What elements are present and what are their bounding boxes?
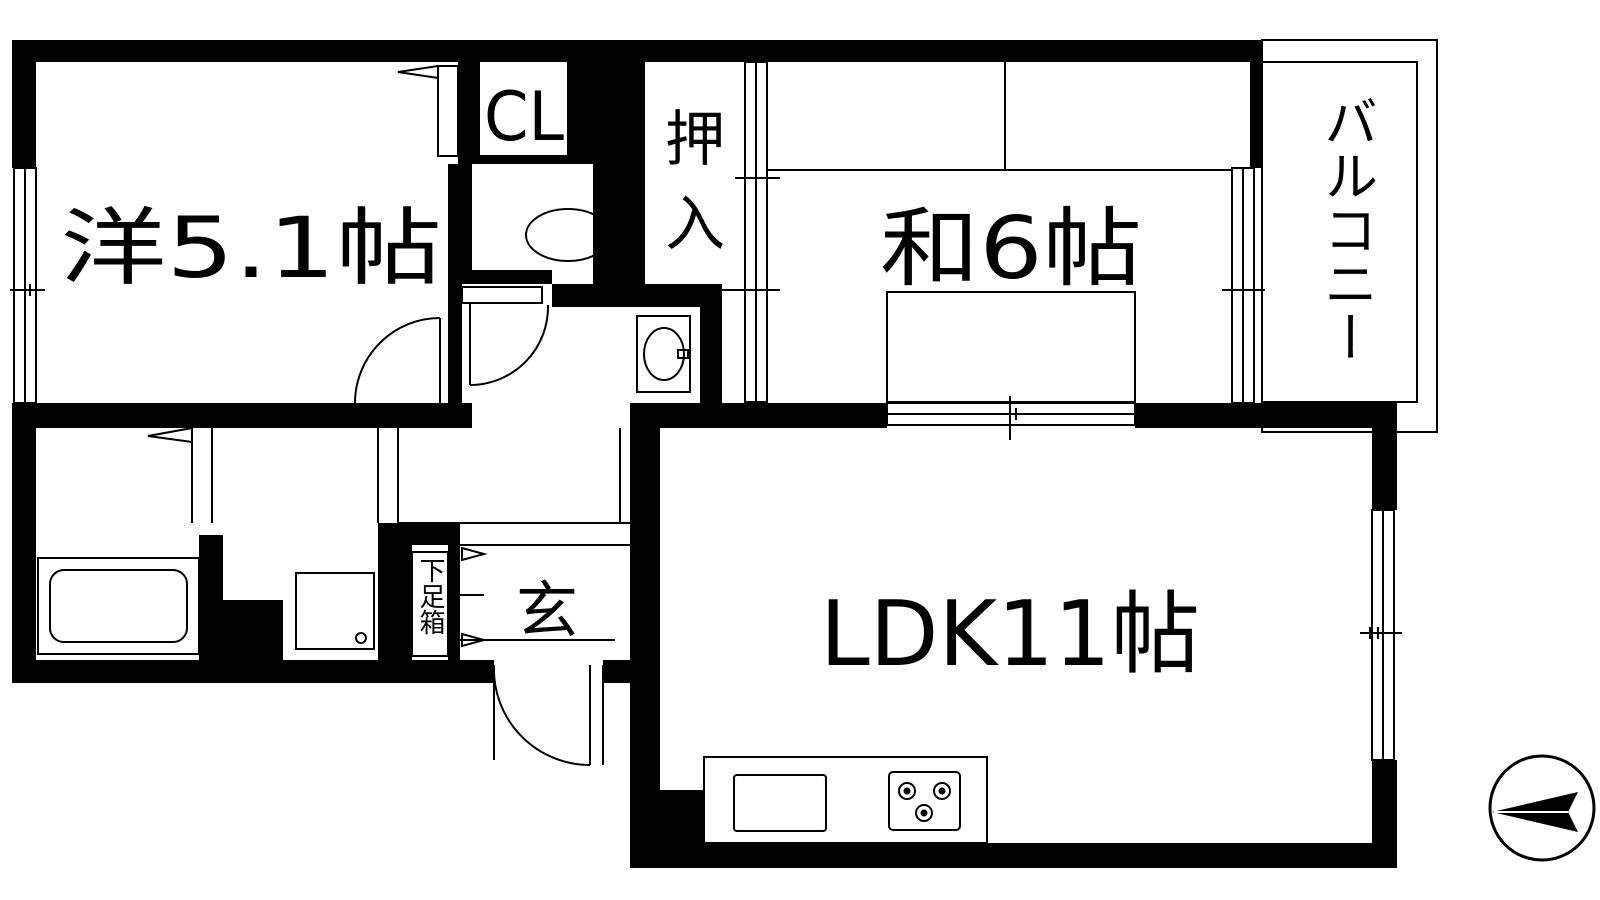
oshiire-label-1: 押: [665, 105, 725, 175]
door-toilet: [469, 303, 550, 386]
balcony-label: バルコニー: [1315, 94, 1378, 364]
ldk-label: LDK11帖: [820, 582, 1200, 687]
north-arrow-icon: [1488, 754, 1596, 862]
washbasin-icon: [636, 315, 691, 393]
stove-burner-icon: [888, 771, 961, 831]
sink-icon: [733, 774, 827, 832]
closet-label: CL: [484, 78, 564, 157]
door-entrance: [492, 664, 591, 767]
japanese-room-label: 和6帖: [880, 199, 1142, 299]
western-room-label: 洋5.1帖: [60, 199, 442, 297]
bathtub-icon: [37, 557, 200, 655]
oshiire-label-2: 入: [665, 190, 725, 260]
door-western: [354, 317, 441, 404]
washing-machine-pan-icon: [295, 572, 375, 650]
walls: [12, 40, 1397, 868]
shoe-box-label: 下足箱: [415, 557, 445, 635]
entrance-label: 玄: [516, 574, 578, 647]
